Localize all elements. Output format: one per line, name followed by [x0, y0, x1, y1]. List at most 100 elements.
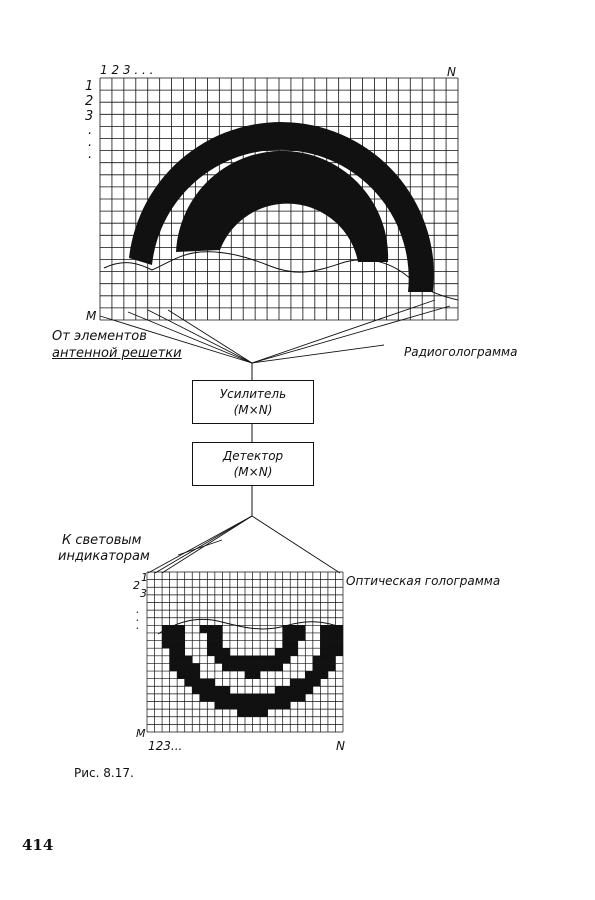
lit-cell [290, 678, 298, 687]
lit-cell [335, 648, 343, 656]
detector-size: (M×N) [233, 465, 273, 479]
lit-cell [169, 625, 178, 633]
lit-cell [252, 693, 261, 702]
lit-cell [229, 663, 238, 672]
lit-cell [297, 686, 306, 694]
lit-cell [290, 632, 298, 641]
lit-cell [184, 663, 193, 672]
lit-cell [327, 625, 336, 633]
lit-cell [320, 640, 328, 649]
lit-cell [199, 625, 208, 633]
lit-cell [252, 701, 261, 710]
lit-cell [245, 671, 253, 679]
lit-cell [252, 655, 261, 664]
lit-cell [312, 678, 321, 687]
lit-cell [252, 663, 261, 672]
light-indicators-label-line2: индикаторам [58, 549, 150, 564]
bottom-grid-row-label-1: 1 [141, 571, 148, 584]
lit-cell [267, 663, 276, 672]
lit-cell [252, 709, 261, 717]
lit-cell [214, 648, 223, 656]
lit-cell [207, 678, 215, 687]
lit-cell [245, 663, 253, 672]
lit-cell [282, 648, 291, 656]
top-grid-row-end-label: M [86, 309, 97, 323]
lit-cell [312, 655, 321, 664]
lit-cell [267, 693, 276, 702]
lit-cell [282, 693, 291, 702]
lit-cell [320, 625, 328, 633]
top-grid-col-start-label: 1 2 3 . . . [100, 63, 154, 77]
lit-cell [237, 701, 245, 710]
lit-cell [207, 693, 215, 702]
lit-cell [192, 678, 200, 687]
lit-cell [275, 648, 283, 656]
lit-cell [305, 686, 313, 694]
lit-cell [184, 655, 193, 664]
lit-cell [214, 632, 223, 641]
top-grid-row-label-1: 1 [85, 79, 94, 94]
lit-cell [260, 709, 268, 717]
lit-cell [290, 693, 298, 702]
lit-cell [229, 701, 238, 710]
lit-cell [312, 663, 321, 672]
lit-cell [192, 686, 200, 694]
bottom-grid-col-end-label: N [336, 739, 345, 753]
lit-cell [222, 693, 230, 702]
lit-cell [297, 625, 306, 633]
lit-cell [327, 632, 336, 641]
amplifier-block: Усилитель (M×N) [192, 380, 314, 424]
lit-cell [297, 632, 306, 641]
outer-semicircle-ring [129, 122, 434, 292]
lit-cell [335, 632, 343, 641]
lit-cell [327, 655, 336, 664]
lit-cell [267, 701, 276, 710]
lit-cell [214, 625, 223, 633]
bottom-grid-row-label-2: 2 [133, 579, 140, 592]
lit-cell [177, 625, 185, 633]
lit-cell [282, 632, 291, 641]
amplifier-name: Усилитель [219, 387, 287, 401]
figure-caption: Рис. 8.17. [74, 766, 134, 780]
lit-cell [207, 686, 215, 694]
lit-cell [169, 632, 178, 641]
lit-cell [335, 625, 343, 633]
top-converging-lines [99, 299, 451, 364]
lit-cell [260, 693, 268, 702]
lit-cell [290, 648, 298, 656]
bottom-grid-row-dot-2: . [136, 611, 140, 624]
lit-cell [199, 678, 208, 687]
top-grid-row-label-2: 2 [85, 94, 94, 109]
lit-cell [260, 663, 268, 672]
lit-cell [320, 648, 328, 656]
bottom-grid-col-start-label: 123... [148, 739, 183, 753]
lit-cell [207, 640, 215, 649]
lit-cell [162, 640, 170, 649]
lit-cell [207, 632, 215, 641]
lit-cell [169, 640, 178, 649]
lit-cell [184, 678, 193, 687]
lit-cell [177, 671, 185, 679]
bottom-grid-row-dot-3: . [136, 619, 140, 632]
lit-cell [275, 701, 283, 710]
lit-cell [229, 655, 238, 664]
lit-cell [222, 686, 230, 694]
lit-cell [327, 640, 336, 649]
antenna-elements-label-line2: антенной решетки [52, 346, 182, 361]
lit-cell [245, 655, 253, 664]
page-number: 414 [22, 836, 54, 854]
bottom-grid-row-label-3: 3 [140, 587, 147, 600]
lit-cell [237, 693, 245, 702]
lit-cell [327, 648, 336, 656]
detector-block: Детектор (M×N) [192, 442, 314, 486]
bottom-grid-row-end-label: M [136, 727, 146, 740]
lit-cell [199, 693, 208, 702]
lit-cell [282, 640, 291, 649]
inner-semicircle-ring [176, 150, 389, 262]
lit-cell [177, 663, 185, 672]
lit-cell [305, 678, 313, 687]
lit-cell [177, 632, 185, 641]
lit-cell [237, 655, 245, 664]
lit-cell [282, 625, 291, 633]
lit-cell [177, 640, 185, 649]
